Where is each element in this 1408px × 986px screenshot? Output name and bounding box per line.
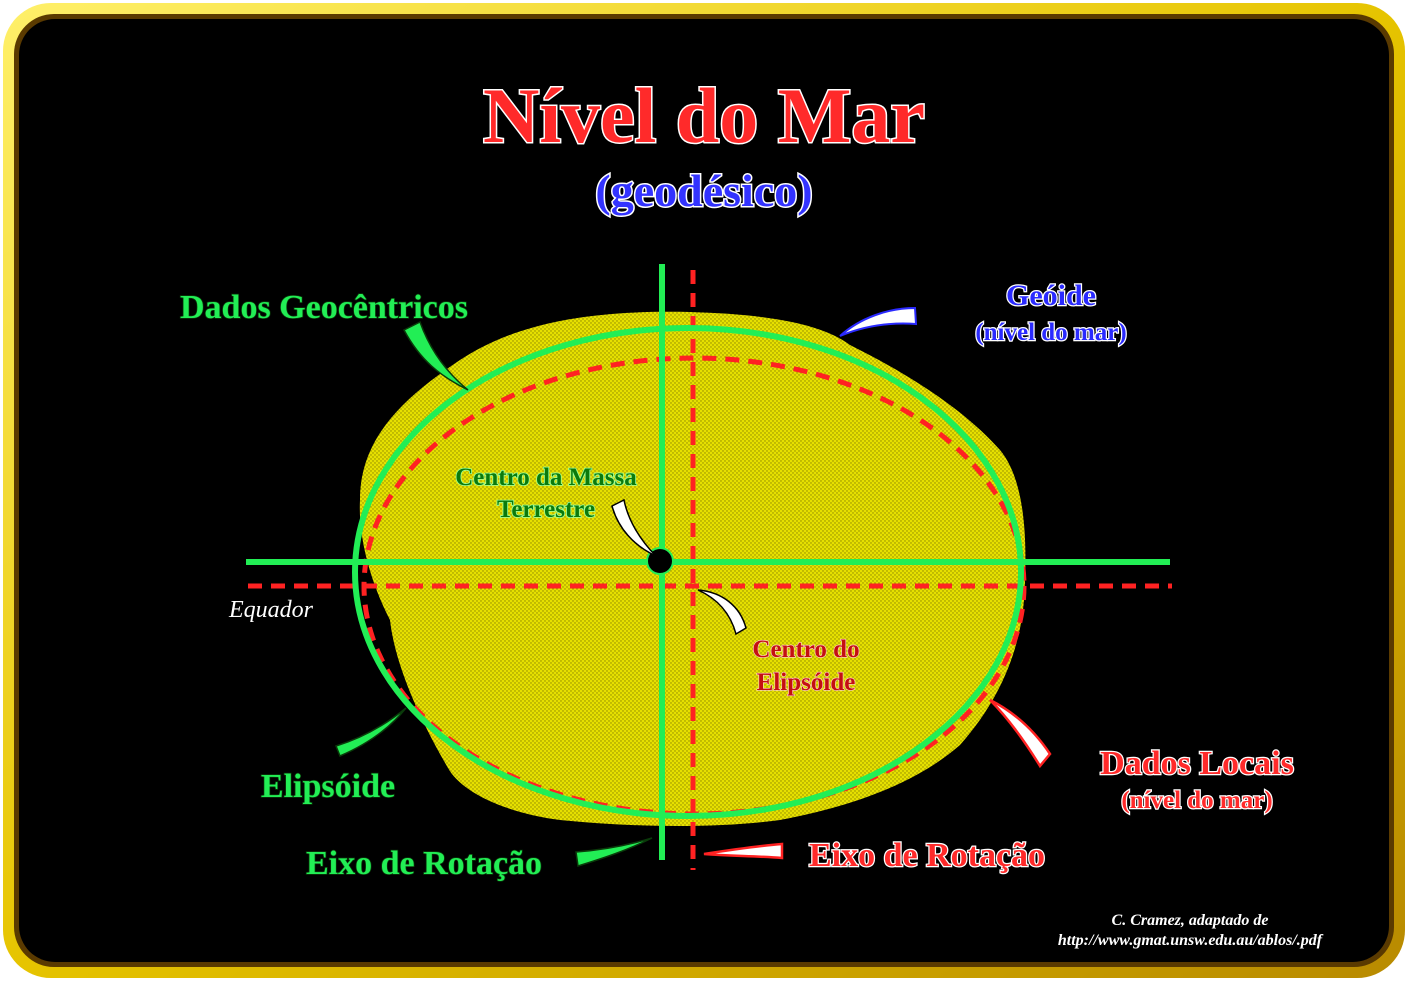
mass-center-label-line1: Centro da Massa: [455, 464, 637, 491]
local-data-label: Dados Locais: [1100, 745, 1294, 782]
geocentric-ellipsoid: [352, 325, 1024, 819]
geoid-shape: [359, 311, 1026, 827]
credit-line1: C. Cramez, adaptado de: [1112, 912, 1269, 929]
geocentric-axis-pointer-arrow: [575, 837, 653, 867]
local-pointer-arrow: [989, 698, 1052, 769]
local-axis-pointer-arrow: [703, 842, 784, 860]
geocentric-rotation-axis-label: Eixo de Rotação: [306, 845, 542, 882]
geoid-pointer-arrow: [839, 306, 918, 337]
geocentric-pointer-arrow: [402, 320, 469, 391]
local-data-sublabel: (nível do mar): [1121, 787, 1272, 814]
credit-line2: http://www.gmat.unsw.edu.au/ablos/.pdf: [1058, 932, 1324, 949]
ellipsoid-center-label-line1: Centro do: [752, 636, 859, 663]
local-rotation-axis-label: Eixo de Rotação: [809, 837, 1045, 874]
ellipsoid-label: Elipsóide: [261, 768, 395, 805]
mass-center-pointer-arrow: [611, 498, 657, 557]
mass-center-label-line2: Terrestre: [497, 496, 595, 523]
page-subtitle: (geodésico): [595, 165, 812, 216]
geoid-sublabel: (nível do mar): [975, 319, 1126, 346]
equator-label: Equador: [228, 597, 314, 623]
page-title: Nível do Mar: [483, 72, 925, 159]
ellipsoid-center-pointer-arrow: [697, 589, 747, 636]
ellipsoid-pointer-arrow: [335, 707, 407, 757]
ellipsoid-center-label-line2: Elipsóide: [757, 669, 856, 696]
geocentric-data-label: Dados Geocêntricos: [180, 289, 468, 326]
geoid-label: Geóide: [1006, 279, 1096, 312]
